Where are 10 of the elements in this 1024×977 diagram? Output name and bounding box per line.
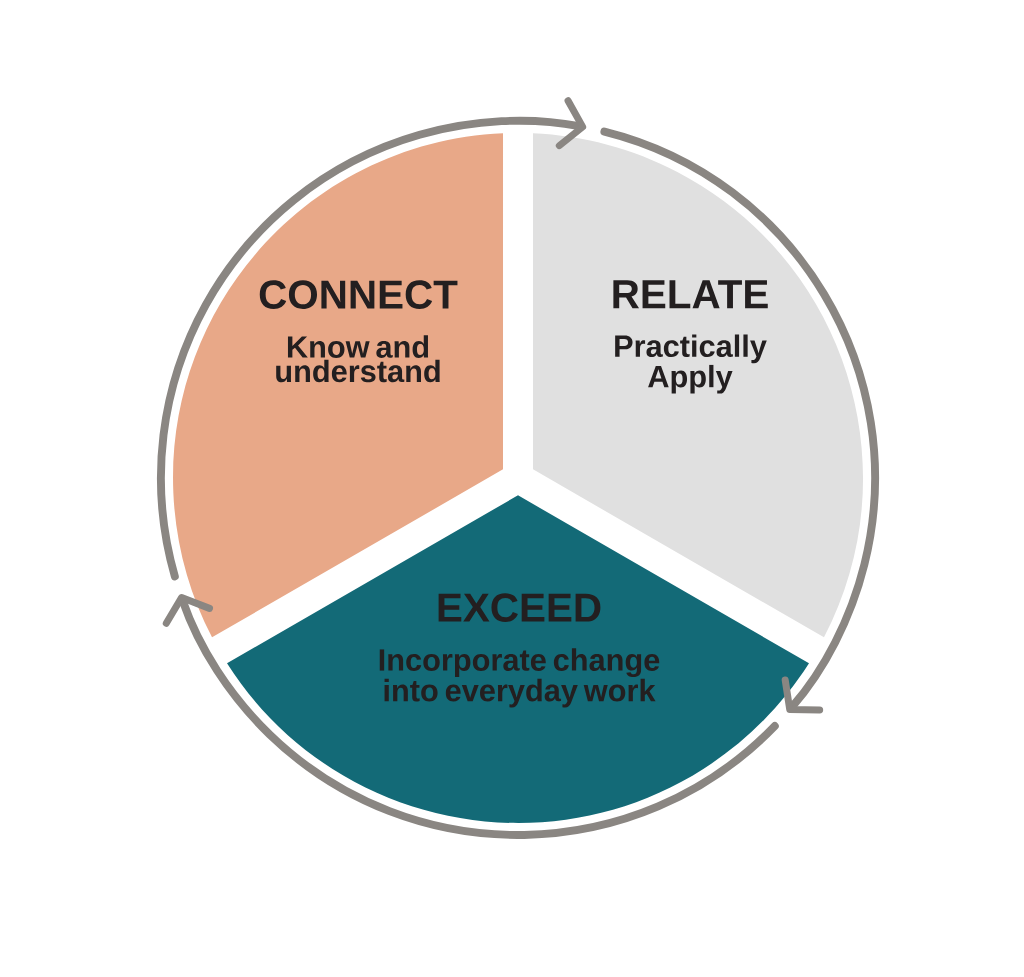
sector	[227, 495, 809, 823]
sector-description: Incorporate change into everyday work	[379, 648, 660, 708]
arrow	[156, 97, 587, 581]
sector-heading: EXCEED	[438, 593, 601, 622]
sector-description: Practically Apply	[615, 334, 767, 394]
arrow	[600, 127, 879, 714]
sector-heading: RELATE	[613, 280, 768, 309]
sector-description: Know and understand	[276, 335, 440, 383]
arrow	[162, 594, 779, 839]
sector-heading: CONNECT	[259, 280, 458, 309]
